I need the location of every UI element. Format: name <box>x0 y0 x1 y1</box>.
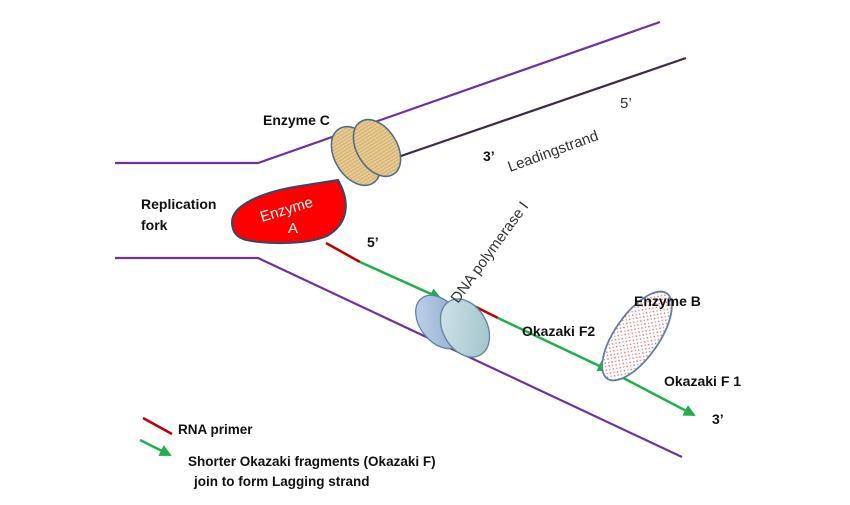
lagging-3prime-label: 3’ <box>712 411 724 427</box>
okazaki-fragment-2 <box>497 316 610 372</box>
enzyme-c-label: Enzyme C <box>263 112 330 128</box>
lower-dna-strand <box>115 256 683 458</box>
upper-dna-strand <box>115 20 661 165</box>
leading-5prime-label: 5’ <box>620 95 632 112</box>
replication-fork-label-line1: Replication <box>141 196 216 212</box>
leading-strand-arrow <box>388 56 687 165</box>
dna-polymerase-shape <box>415 294 491 358</box>
okazaki-fragment-1 <box>359 260 442 300</box>
enzyme-b-label: Enzyme B <box>634 293 701 309</box>
primer-5prime-label: 5’ <box>367 234 379 250</box>
okazaki-f1-label: Okazaki F 1 <box>664 373 741 389</box>
legend-okazaki-label-line1: Shorter Okazaki fragments (Okazaki F) <box>188 454 436 469</box>
legend-rna-primer-label: RNA primer <box>178 422 253 437</box>
replication-fork-label-line2: fork <box>141 217 168 233</box>
enzyme-a-label-line2: A <box>288 220 298 237</box>
enzyme-b-shape <box>601 290 673 382</box>
legend: RNA primer Shorter Okazaki fragments (Ok… <box>139 416 436 489</box>
enzyme-c-shape <box>330 118 402 187</box>
leading-strand-label: Leadingstrand <box>506 127 601 175</box>
okazaki-f2-label: Okazaki F2 <box>522 323 595 339</box>
legend-okazaki-label-line2: join to form Lagging strand <box>193 474 370 489</box>
leading-3prime-label: 3’ <box>483 148 495 164</box>
legend-okazaki-swatch <box>139 438 172 457</box>
legend-rna-primer-swatch <box>142 416 173 436</box>
dna-polymerase-label: DNA polymerase I <box>447 199 532 307</box>
rna-primer-1 <box>325 241 361 264</box>
enzyme-a-shape <box>230 178 347 245</box>
